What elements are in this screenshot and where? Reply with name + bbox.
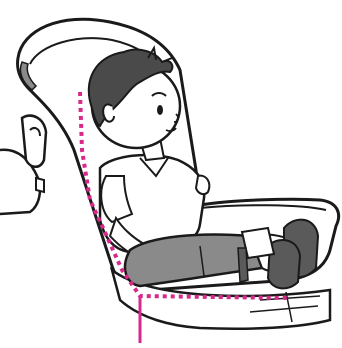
- child-eye: [157, 105, 163, 115]
- car-seat-rear-cushion: [0, 116, 46, 214]
